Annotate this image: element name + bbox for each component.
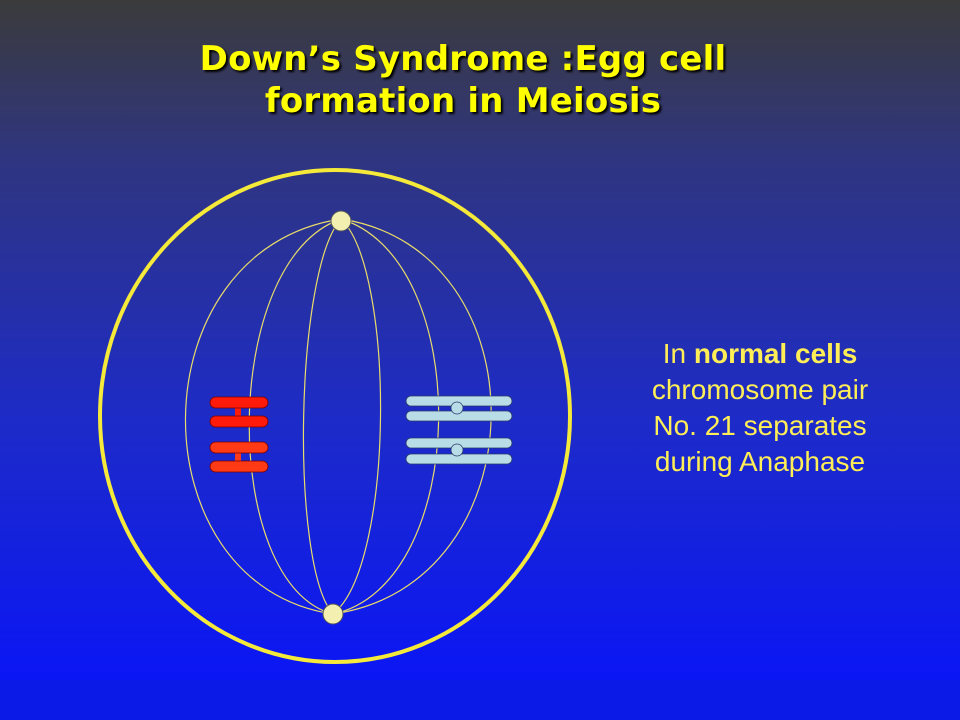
centrosome-top	[330, 210, 352, 232]
caption-prefix: In	[662, 338, 694, 369]
chromosome-pair-red	[209, 396, 269, 473]
chromosome-arm	[209, 441, 269, 454]
chromosome-arm	[235, 402, 241, 424]
centromere	[450, 443, 464, 457]
caption-line-4: during Anaphase	[654, 446, 866, 477]
title-line-2: formation in Meiosis	[264, 81, 662, 121]
caption-line-1: In normal cells	[600, 336, 920, 372]
centrosome-bottom	[322, 603, 344, 625]
chromosome-arm	[209, 396, 269, 409]
chromosome-arm	[209, 415, 269, 428]
chromosome-arm	[235, 446, 241, 468]
caption-line-3: No. 21 separates	[653, 410, 867, 441]
cell-outline	[98, 168, 572, 664]
bottom-band	[0, 680, 960, 720]
caption-line-2: chromosome pair	[651, 374, 869, 405]
spindle-fiber	[184, 218, 342, 615]
caption-bold: normal cells	[693, 338, 858, 369]
spindle-fiber	[302, 218, 342, 615]
caption: In normal cells chromosome pair No. 21 s…	[600, 336, 920, 480]
spindle-fiber	[332, 218, 382, 615]
centromere	[450, 401, 464, 415]
chromosome-pair-blue	[405, 395, 513, 465]
chromosome-arm	[209, 460, 269, 473]
slide-title: Down’s Syndrome :Egg cell formation in M…	[0, 38, 926, 122]
title-line-1: Down’s Syndrome :Egg cell	[199, 39, 727, 79]
